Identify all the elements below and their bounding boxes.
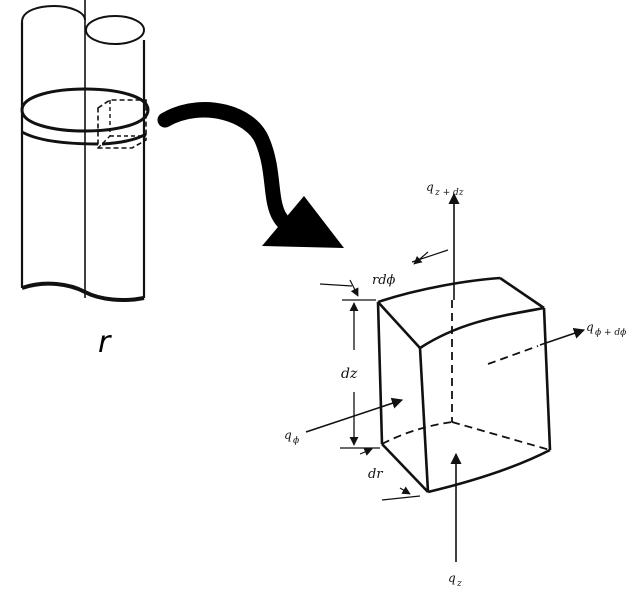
left-back-vertical [376, 301, 384, 445]
r-dphi-label: rdϕ [372, 273, 396, 288]
right-vertical [542, 307, 552, 451]
r-dphi-tick-right [411, 249, 449, 263]
q-phi-dphi-subscript: ϕ + dϕ [595, 328, 626, 338]
q-z-dz-label: q [426, 180, 434, 194]
q-phi-subscript: ϕ [293, 436, 299, 446]
ring-back [20, 87, 150, 111]
dr-arrow-top [359, 448, 373, 456]
hidden-bottom-right [451, 421, 551, 451]
q-z-subscript: z [456, 579, 462, 589]
q-phi-dphi-arrow: q ϕ + dϕ [487, 320, 626, 365]
dr-label: dr [368, 467, 383, 482]
ring-band-right [101, 132, 147, 146]
q-z-dz-arrow: q z + dz [426, 180, 464, 300]
bottom-left-edge [381, 443, 429, 493]
cylinder [20, 0, 150, 302]
magnify-arrowhead [262, 196, 344, 248]
r-dphi-arrow-left [349, 279, 359, 297]
q-phi-dphi-label: q [586, 320, 594, 334]
q-z-dz-subscript: z + dz [434, 188, 464, 198]
cylinder-top-rim-left [21, 4, 86, 23]
dr-dimension [359, 448, 421, 501]
top-left-edge [377, 301, 421, 349]
top-right-edge [499, 276, 545, 310]
r-dphi-arrow-right [413, 251, 429, 265]
ring-front [20, 109, 150, 133]
r-dphi-tick-left [319, 283, 353, 287]
cylinder-top-rim-right [85, 15, 145, 45]
q-phi-arrow: q ϕ [284, 397, 404, 446]
r-dphi-dimension [319, 249, 449, 297]
cylinder-base [21, 281, 145, 302]
dr-arrow-bottom [399, 486, 411, 495]
radius-label: r [98, 325, 112, 360]
magnify-arrow [157, 102, 344, 248]
differential-element [376, 276, 552, 494]
front-vertical [418, 347, 430, 493]
q-z-label: q [448, 571, 456, 585]
dz-dimension [340, 299, 380, 449]
top-back-edge [377, 276, 501, 304]
q-z-arrow: q z [448, 452, 462, 589]
q-phi-label: q [284, 428, 292, 442]
ring-band [21, 130, 99, 146]
top-front-edge [419, 306, 545, 350]
bottom-front-edge [427, 448, 551, 494]
hidden-bottom-left [381, 421, 453, 445]
dr-tick-bottom [381, 495, 421, 501]
dz-label: dz [341, 366, 358, 382]
q-phi-dphi-hidden-segment [487, 345, 539, 365]
q-phi-dphi-visible-segment [539, 327, 586, 346]
